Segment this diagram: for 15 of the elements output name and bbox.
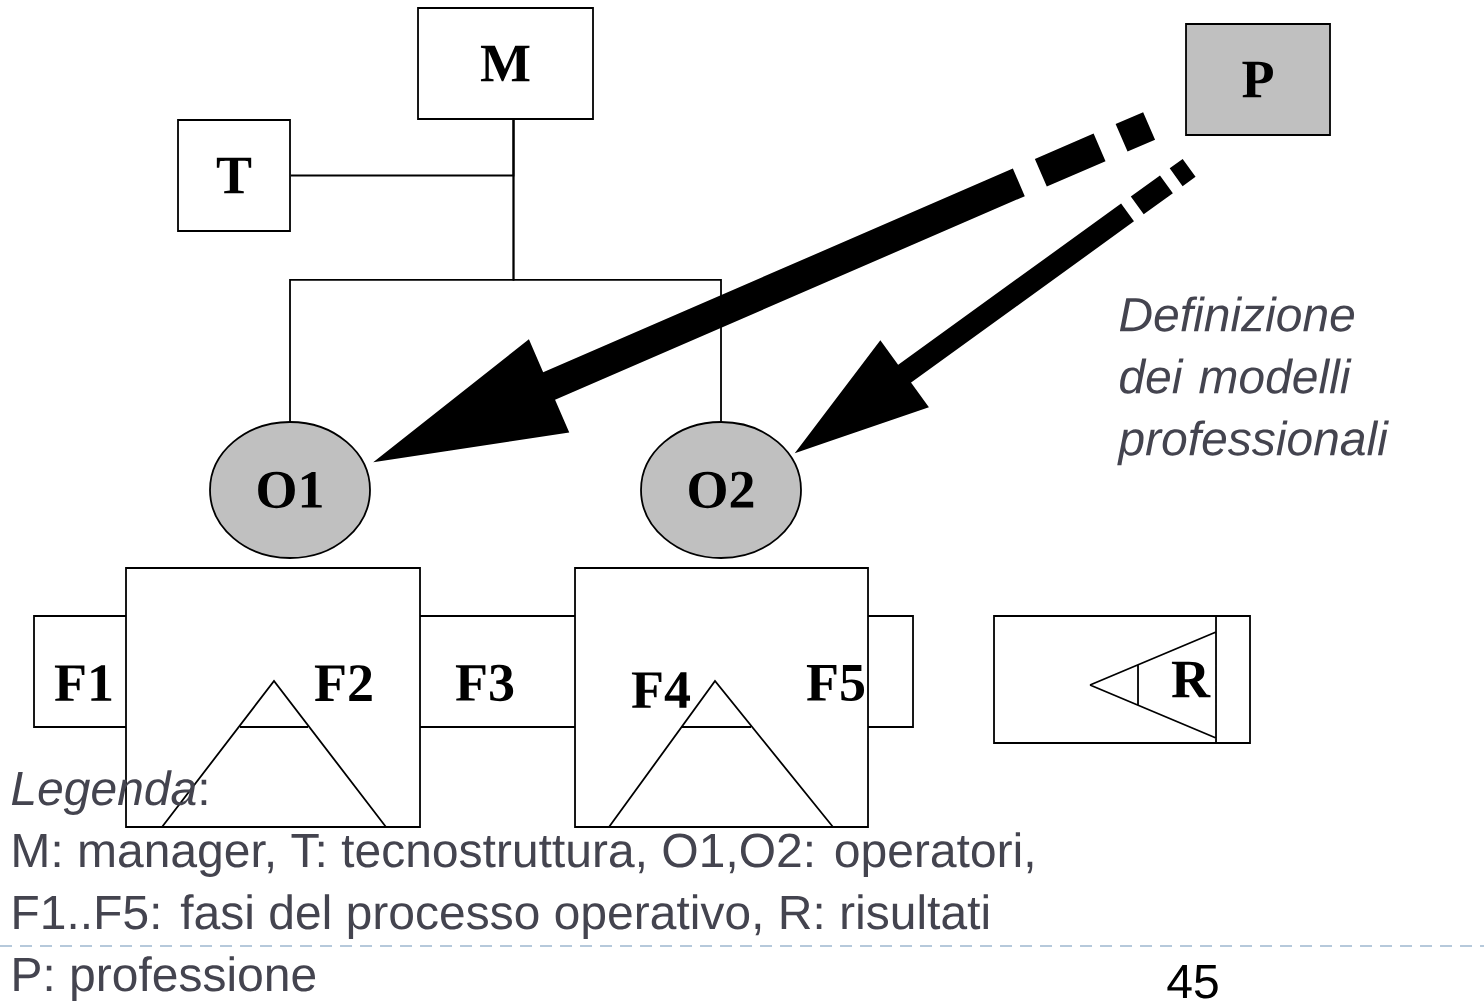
- phase-label: F3: [455, 664, 514, 702]
- phase-label: F1: [54, 665, 112, 701]
- annotation-text: Definizione dei modelli professionali: [1117, 296, 1389, 466]
- legend-text: P: professione: [14, 956, 316, 1001]
- results-box: R: [993, 615, 1251, 744]
- legend-text: M: manager, T: tecnostruttura, O1,O2: operatori,: [14, 832, 1033, 877]
- manager-box: M: [417, 7, 594, 120]
- legend-text: F1..F5: fasi del processo operativo, R: risultati: [14, 894, 988, 939]
- phase-label: F5: [806, 665, 865, 701]
- phase-label: F2: [314, 665, 372, 701]
- technostructure-box: T: [177, 119, 291, 232]
- connector-line: [512, 119, 722, 422]
- phase-label: F4: [631, 672, 690, 708]
- profession-box: P: [1185, 23, 1331, 136]
- page-number: 45: [1167, 965, 1218, 999]
